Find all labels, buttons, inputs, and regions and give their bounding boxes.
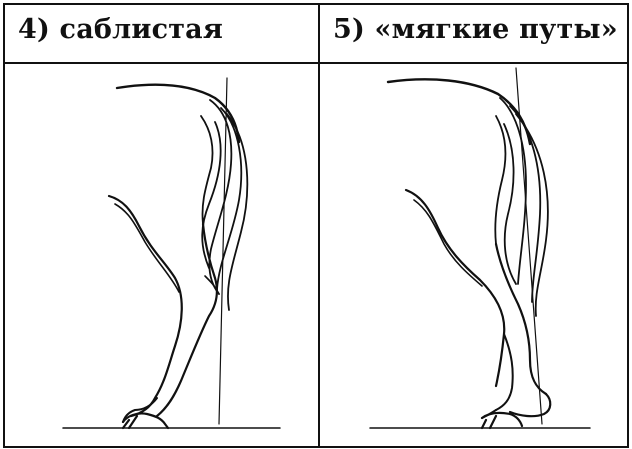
thigh-outline [495, 116, 505, 244]
panel-title-sickle-hocked: 4) саблистая [18, 14, 223, 45]
stifle-inner [115, 204, 179, 292]
front-gaskin-outline [406, 190, 504, 386]
croup-outline [117, 85, 239, 142]
tail [500, 98, 548, 316]
sickle-hocked-leg-drawing [5, 64, 318, 446]
fetlock [510, 394, 550, 416]
hoof [123, 413, 168, 428]
front-gaskin-outline [109, 196, 182, 416]
soft-pasterns-leg-drawing [320, 64, 627, 446]
rear-leg-outline [157, 224, 217, 416]
panel-title-soft-pasterns: 5) «мягкие путы» [333, 14, 618, 45]
